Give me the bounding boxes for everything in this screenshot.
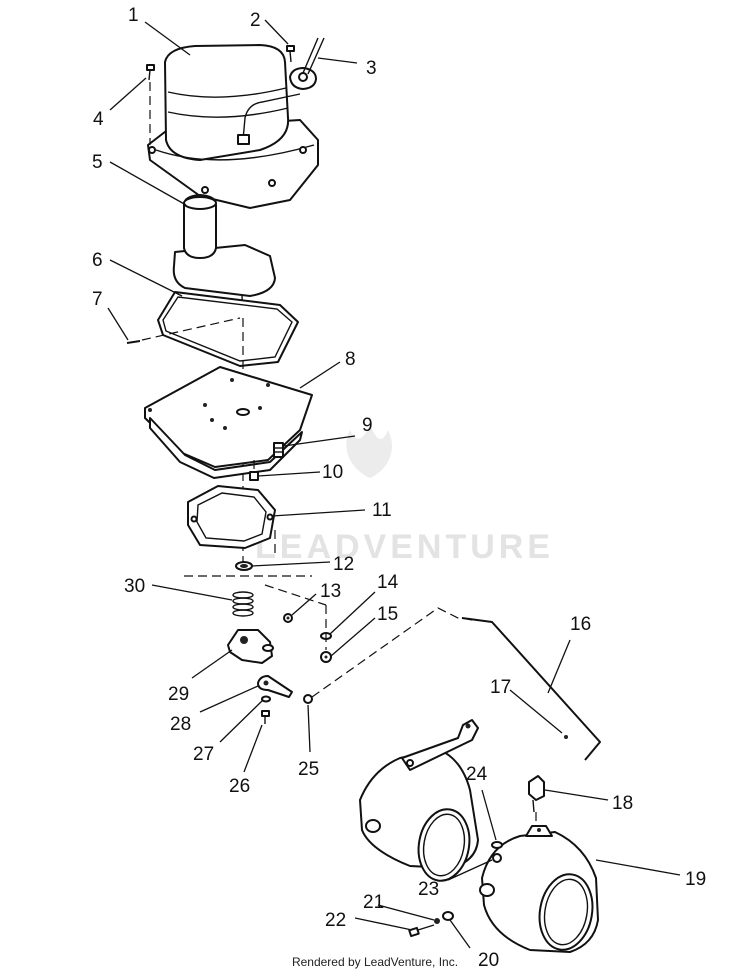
- part-1-housing-cover[interactable]: [147, 44, 319, 209]
- callout-2: 2: [250, 10, 261, 31]
- part-6-gasket[interactable]: [157, 291, 299, 367]
- part-4-screw[interactable]: [146, 64, 155, 145]
- part-25-ball-joint[interactable]: [303, 694, 313, 704]
- part-30-spring[interactable]: [232, 591, 254, 617]
- callout-5: 5: [92, 152, 103, 173]
- part-21-washer[interactable]: [434, 918, 440, 924]
- callout-23: 23: [418, 879, 439, 900]
- callout-28: 28: [170, 714, 191, 735]
- callout-21: 21: [363, 892, 384, 913]
- part-24-washer[interactable]: [491, 841, 503, 849]
- footer-credit: Rendered by LeadVenture, Inc.: [291, 955, 459, 969]
- part-29-lever-housing[interactable]: [227, 629, 274, 664]
- callout-7: 7: [92, 289, 103, 310]
- part-8-base-plate[interactable]: [144, 366, 313, 479]
- callout-13: 13: [320, 581, 341, 602]
- part-20-spacer[interactable]: [442, 911, 454, 921]
- axis-to-cable: [264, 584, 327, 606]
- callout-24: 24: [466, 764, 488, 785]
- callout-1: 1: [128, 5, 139, 26]
- part-12-seal[interactable]: [235, 561, 253, 571]
- callout-18: 18: [612, 793, 633, 814]
- callout-14: 14: [377, 572, 399, 593]
- part-11-diaphragm-gasket[interactable]: [187, 485, 276, 549]
- callout-20: 20: [478, 950, 499, 971]
- callout-22: 22: [325, 910, 346, 931]
- callout-19: 19: [685, 869, 706, 890]
- part-15-nut[interactable]: [320, 651, 332, 663]
- callout-10: 10: [322, 462, 343, 483]
- callout-27: 27: [193, 744, 214, 765]
- leader-lines: [107, 19, 681, 949]
- throttle-body-rear[interactable]: [359, 719, 479, 885]
- part-2-screw[interactable]: [286, 45, 295, 63]
- part-9-spring-pin[interactable]: [273, 442, 284, 458]
- part-26-screw[interactable]: [261, 710, 270, 724]
- part-17-clip[interactable]: [564, 735, 568, 739]
- part-3-bracket[interactable]: [289, 37, 325, 90]
- watermark: LEADVENTURE: [255, 424, 554, 566]
- part-19-throttle-body[interactable]: [479, 825, 599, 954]
- callout-labels: 1 2 3 4 5 6 7 8 9 10 11 12 13 14 15 16 1…: [92, 5, 706, 971]
- part-16-rod[interactable]: [311, 607, 601, 761]
- part-18-ball-joint[interactable]: [528, 775, 545, 826]
- part-27-washer[interactable]: [261, 695, 271, 703]
- callout-17: 17: [490, 677, 511, 698]
- callout-12: 12: [333, 554, 354, 575]
- callout-29: 29: [168, 684, 189, 705]
- callout-30: 30: [124, 576, 145, 597]
- callout-15: 15: [377, 604, 398, 625]
- watermark-text: LEADVENTURE: [255, 528, 554, 566]
- callout-6: 6: [92, 250, 103, 271]
- part-23-nut[interactable]: [492, 853, 502, 863]
- part-28-lever[interactable]: [257, 675, 293, 698]
- callout-16: 16: [570, 614, 591, 635]
- part-13-nut[interactable]: [283, 613, 293, 623]
- callout-8: 8: [345, 349, 356, 370]
- part-7-pin[interactable]: [126, 317, 241, 344]
- callout-4: 4: [93, 109, 104, 130]
- callout-25: 25: [298, 759, 319, 780]
- callout-3: 3: [366, 58, 377, 79]
- callout-9: 9: [362, 415, 373, 436]
- callout-26: 26: [229, 776, 250, 797]
- callout-11: 11: [372, 500, 392, 521]
- part-22-screw[interactable]: [408, 924, 435, 938]
